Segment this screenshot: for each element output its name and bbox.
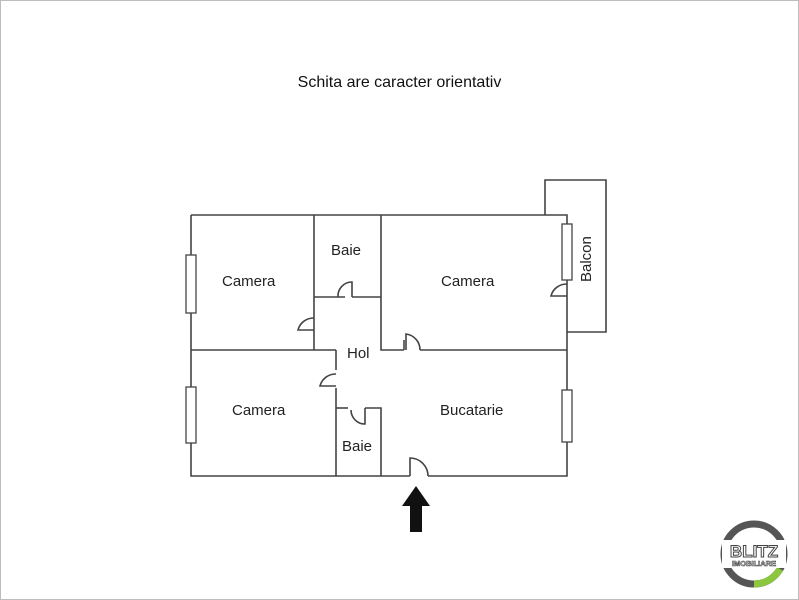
window bbox=[561, 223, 573, 281]
door-camera-2 bbox=[405, 333, 421, 351]
door-camera-1 bbox=[296, 317, 315, 331]
door-baie-2 bbox=[350, 408, 366, 425]
plan-disclaimer: Schita are caracter orientativ bbox=[297, 74, 502, 91]
door-entrance bbox=[409, 457, 429, 477]
room-label-balcon: Balcon bbox=[578, 236, 595, 282]
room-label-baie: Baie bbox=[342, 438, 373, 455]
blitz-logo: BLITZ IMOBILIARE bbox=[720, 520, 788, 588]
room-label-bucatarie: Bucatarie bbox=[440, 402, 504, 419]
window bbox=[561, 389, 573, 443]
room-label-hol: Hol bbox=[347, 345, 370, 362]
room-label-camera: Camera bbox=[222, 273, 276, 290]
svg-text:BLITZ: BLITZ bbox=[730, 542, 778, 561]
arrow-up-icon bbox=[402, 486, 430, 532]
balcony-outline bbox=[544, 179, 607, 333]
room-label-camera: Camera bbox=[232, 402, 286, 419]
door-baie-1 bbox=[337, 281, 353, 298]
window bbox=[185, 254, 197, 314]
svg-text:IMOBILIARE: IMOBILIARE bbox=[732, 559, 776, 568]
room-label-camera: Camera bbox=[441, 273, 495, 290]
door-camera-3 bbox=[318, 373, 337, 387]
window bbox=[185, 386, 197, 444]
door-camera-2-balcony bbox=[549, 283, 568, 297]
room-label-baie: Baie bbox=[331, 242, 362, 259]
